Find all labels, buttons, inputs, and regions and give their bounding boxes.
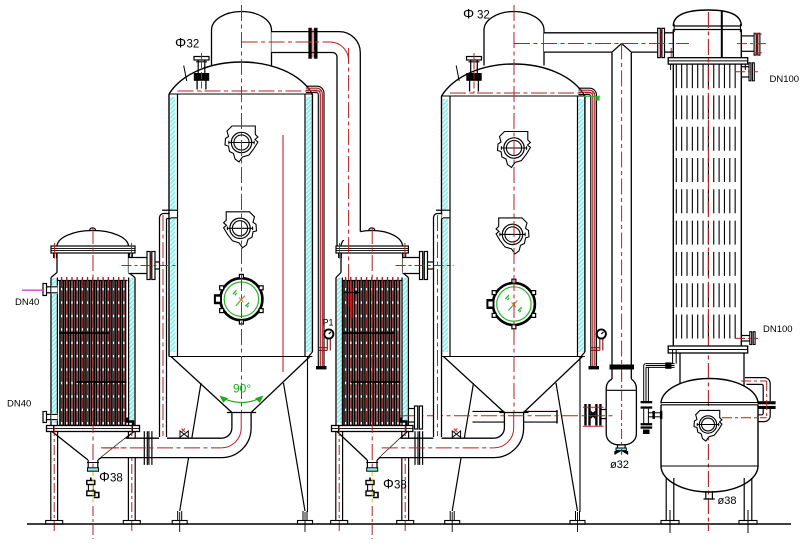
svg-text:90°: 90° <box>233 382 251 396</box>
svg-text:DN100: DN100 <box>770 74 800 85</box>
svg-text:38: 38 <box>110 473 123 485</box>
svg-text:ø32: ø32 <box>610 459 629 471</box>
svg-text:DN40: DN40 <box>15 297 39 308</box>
svg-text:P1: P1 <box>323 318 334 328</box>
svg-text:Φ: Φ <box>463 6 474 22</box>
svg-text:DN40: DN40 <box>7 399 31 410</box>
svg-text:32: 32 <box>187 39 200 51</box>
svg-text:Φ: Φ <box>383 477 394 492</box>
svg-text:Φ: Φ <box>175 35 186 51</box>
svg-text:ø38: ø38 <box>718 495 737 507</box>
svg-text:32: 32 <box>477 10 490 22</box>
svg-text:Φ: Φ <box>99 470 110 485</box>
svg-text:38: 38 <box>394 480 407 492</box>
svg-text:DN100: DN100 <box>763 324 793 335</box>
